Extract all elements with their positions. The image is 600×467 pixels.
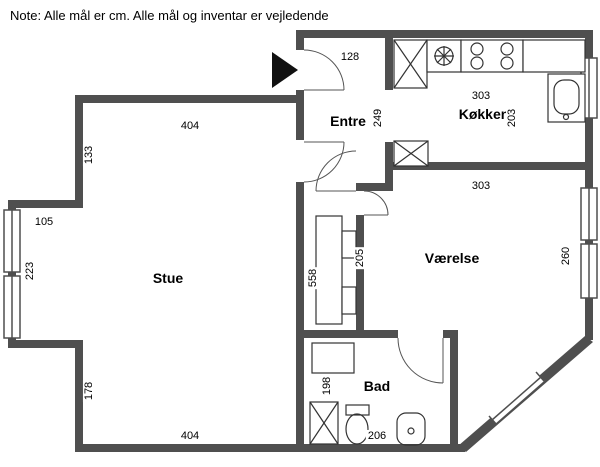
wall-bad-right — [450, 330, 458, 452]
wall-bay-left — [8, 200, 16, 348]
room-label-entre: Entre — [330, 113, 366, 129]
doors — [303, 49, 444, 384]
dim-kokken-width: 303 — [469, 89, 493, 103]
window-right-bedroom-2 — [580, 243, 598, 299]
dim-stue-top: 404 — [178, 119, 202, 133]
entrance-arrow-icon — [272, 52, 298, 88]
room-label-vaerelse: Værelse — [424, 250, 480, 266]
bathroom-sink-icon — [396, 412, 426, 446]
bedroom-door-arc — [363, 190, 389, 216]
bathroom-door-arc — [397, 337, 444, 384]
wall-top — [296, 30, 593, 38]
dim-stue-right: 558 — [306, 266, 320, 290]
dim-vaerelse-right: 260 — [559, 244, 573, 268]
dim-stue-bottom: 404 — [178, 429, 202, 443]
window-diagonal — [488, 371, 545, 426]
walls — [8, 30, 593, 452]
room-label-stue: Stue — [152, 270, 184, 286]
wall-stue-right — [296, 182, 304, 452]
window-bay-upper — [3, 209, 21, 273]
wall-stue-top — [75, 95, 304, 103]
windows — [3, 57, 598, 426]
wall-kitchen-bottom — [385, 162, 593, 170]
window-bay-lower — [3, 275, 21, 339]
wall-bottom — [75, 444, 465, 452]
dim-bay-top: 105 — [32, 215, 56, 229]
shower-icon — [311, 342, 355, 374]
dim-hall-wall: 205 — [353, 246, 367, 270]
wall-entre-left-a — [296, 30, 304, 50]
counter — [522, 39, 586, 73]
wall-entre-kitchen-a — [385, 30, 393, 90]
wardrobe-icon — [315, 215, 357, 325]
stove-icon — [460, 39, 524, 73]
kitchen-fixtures — [393, 39, 586, 167]
room-label-kokken: Køkken — [458, 106, 510, 122]
wall-entre-bottom — [356, 183, 393, 191]
dim-left-lower: 178 — [82, 379, 96, 403]
dim-entre-right: 249 — [371, 106, 385, 130]
dim-bay-left: 223 — [23, 259, 37, 283]
note-text: Note: Alle mål er cm. Alle mål og invent… — [10, 8, 329, 23]
wall-left-lower — [75, 340, 83, 452]
dim-entre-top: 128 — [338, 50, 362, 64]
toilet-icon — [345, 404, 370, 445]
window-right-bedroom-1 — [580, 187, 598, 241]
hall-door-arc — [315, 150, 357, 192]
dim-bad-bottom: 206 — [365, 429, 389, 443]
wall-entre-left-b — [296, 90, 304, 140]
bathroom-fixtures — [309, 342, 426, 446]
wall-bay-top — [8, 200, 83, 208]
dim-bad-left: 198 — [320, 374, 334, 398]
stue-door-arc — [303, 141, 345, 183]
wall-hall-bedroom — [356, 215, 364, 330]
kitchen-sink-icon — [426, 39, 462, 73]
entrance-door-arc — [303, 49, 345, 91]
refrigerator-icon — [393, 39, 428, 89]
sink-unit-icon — [547, 73, 586, 123]
wall-right — [585, 30, 593, 340]
dim-kokken-depth: 203 — [505, 106, 519, 130]
room-label-bad: Bad — [363, 378, 391, 394]
wall-left-upper — [75, 95, 83, 208]
kitchen-cabinet-icon — [393, 140, 429, 167]
dim-left-upper: 133 — [82, 143, 96, 167]
wall-bay-bottom — [8, 340, 83, 348]
wall-bad-top-left — [296, 330, 398, 338]
dim-vaerelse-width: 303 — [469, 179, 493, 193]
washing-machine-icon — [309, 401, 339, 445]
